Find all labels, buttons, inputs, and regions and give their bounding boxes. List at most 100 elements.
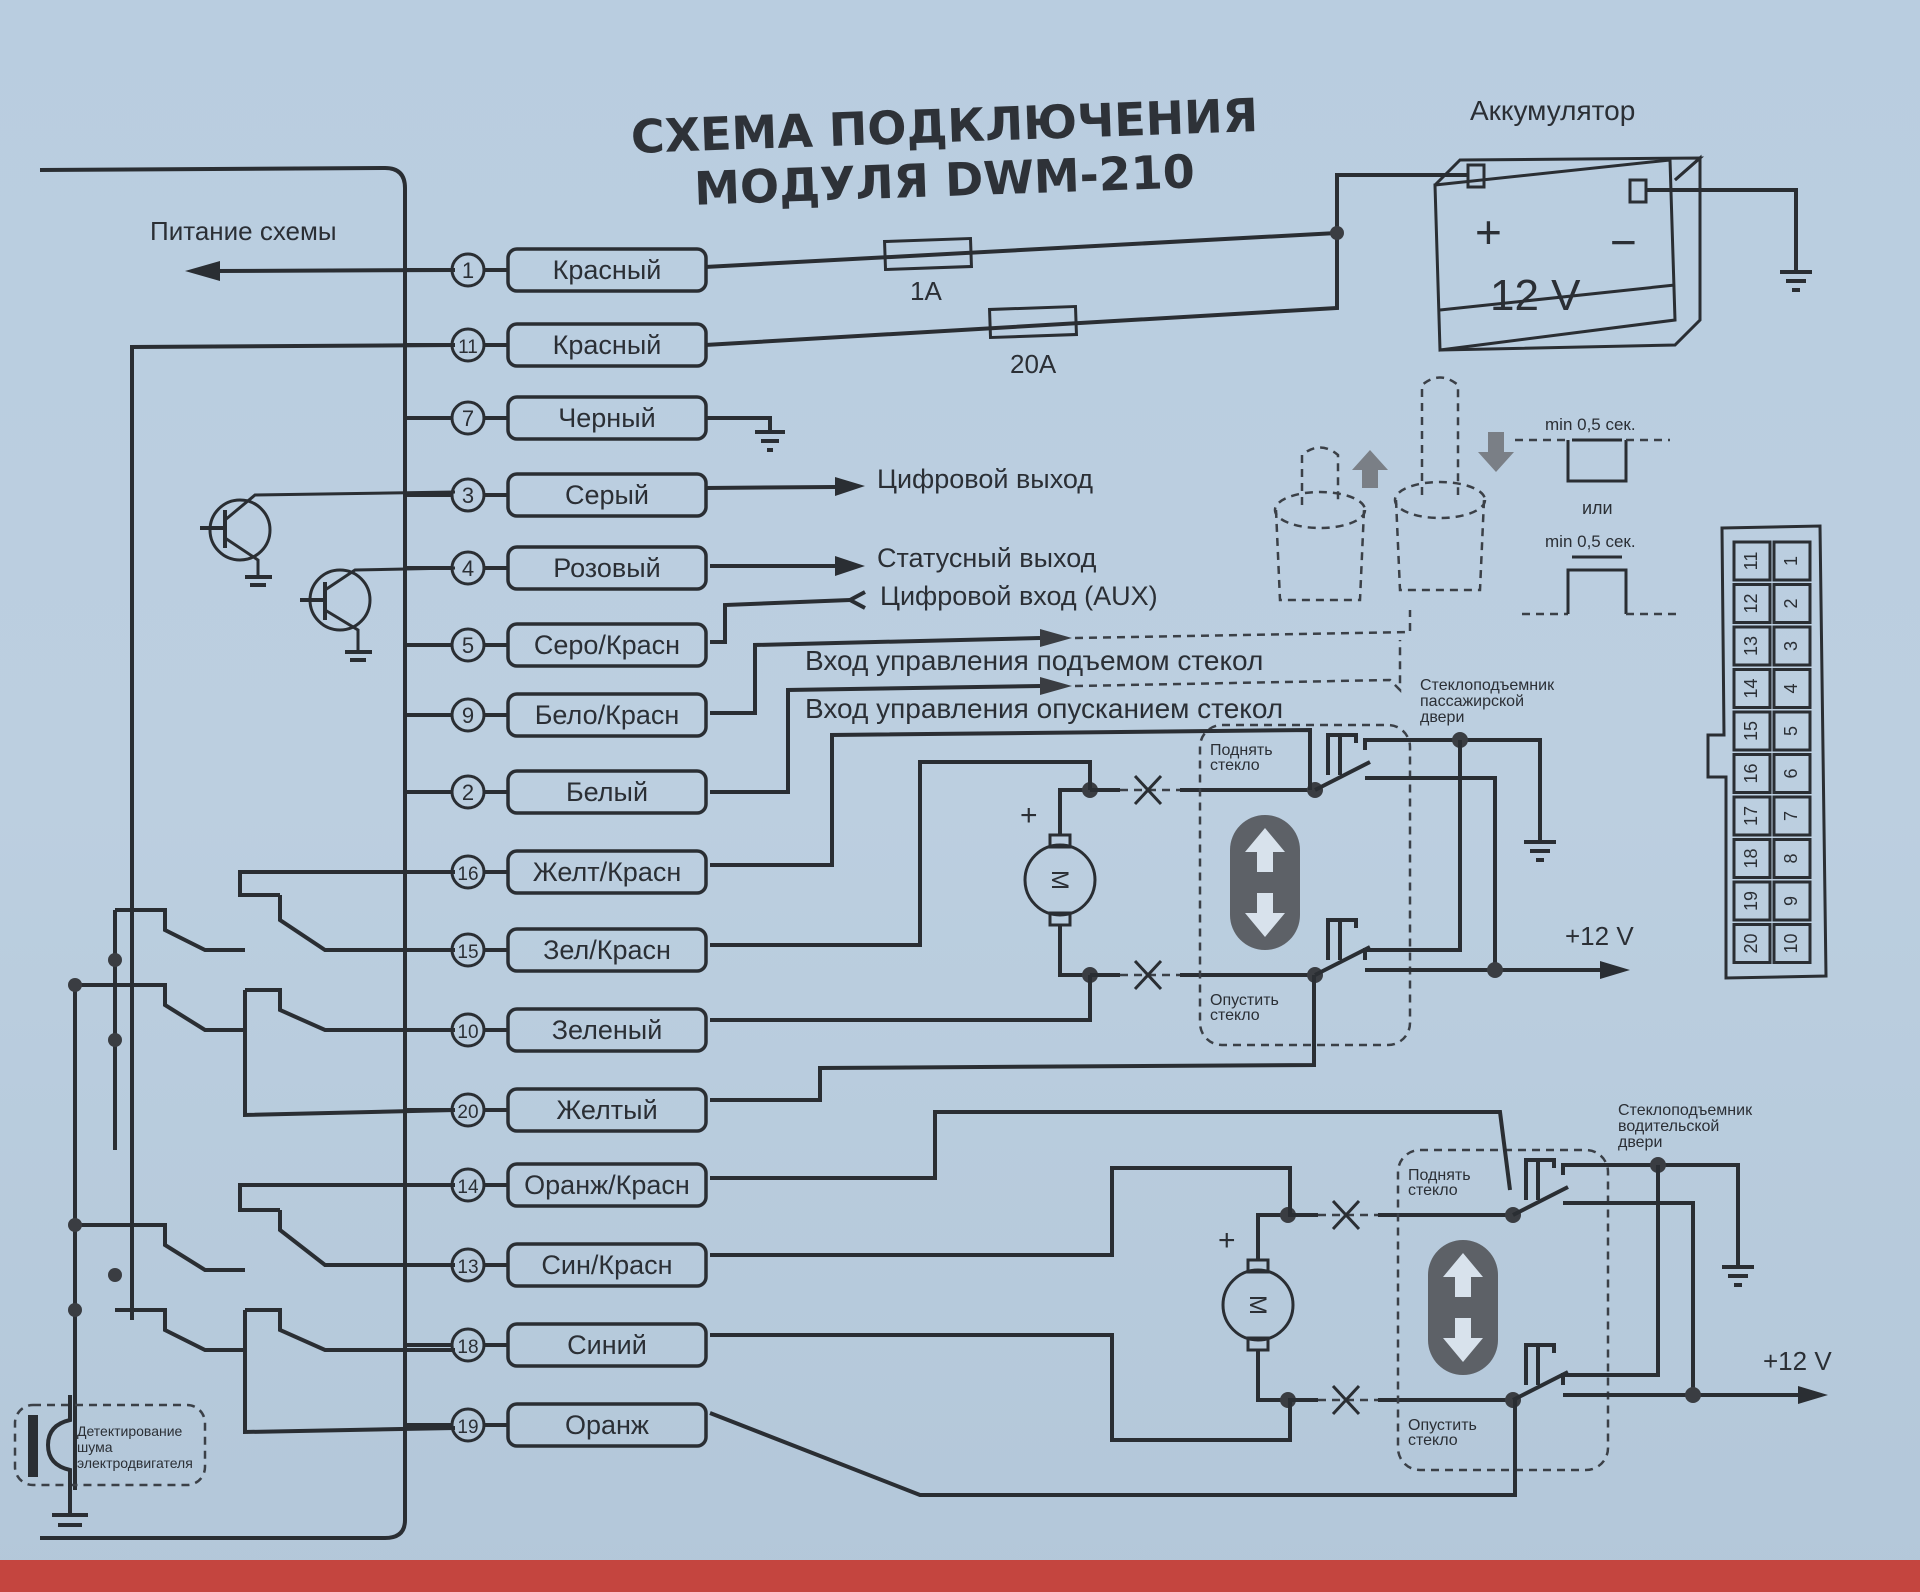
raise-label-1: Поднять [1210, 742, 1273, 759]
pin-number: 1 [462, 258, 474, 283]
door-label-line: Стеклоподъемник [1420, 677, 1555, 694]
battery-icon: + − 12 V [1433, 154, 1705, 352]
battery-label: Аккумулятор [1470, 95, 1635, 126]
arrow-up-icon [1352, 450, 1388, 488]
arrow-right-icon [1600, 961, 1630, 979]
arrow-right-icon [1798, 1386, 1828, 1404]
wire-color-box [506, 1322, 708, 1368]
wire-color-label: Желт/Красн [533, 857, 682, 887]
connector-pin-number: 5 [1781, 726, 1801, 736]
connector-pin-number: 2 [1781, 598, 1801, 608]
pin-number: 9 [462, 703, 474, 728]
wire-color-label: Син/Красн [541, 1250, 672, 1280]
raise-label-2: стекло [1210, 757, 1260, 774]
pin-number: 7 [462, 406, 474, 431]
connector-pin [1772, 710, 1812, 752]
pin-number: 15 [457, 942, 478, 963]
digital-in-label: Цифровой вход (AUX) [880, 581, 1158, 611]
lower-label-1: Опустить [1210, 992, 1279, 1009]
transistor-icon [300, 566, 456, 662]
timing-diagram: min 0,5 сек. или min 0,5 сек. [1515, 415, 1676, 616]
fuse-1a-label: 1A [910, 276, 942, 306]
connector-pin [1772, 923, 1812, 964]
wire-row: 9 Бело/Красн [405, 692, 708, 738]
connector-pin [1732, 540, 1772, 582]
arrow-left-icon [185, 261, 220, 281]
arrow-right-icon [835, 477, 865, 496]
switch-boundary [1396, 1148, 1610, 1472]
wire-11-to-battery [704, 173, 1468, 347]
connector-pin [1772, 753, 1812, 794]
wire-color-box [506, 1402, 708, 1448]
wire-color-label: Бело/Красн [535, 700, 680, 730]
connector-pin-number: 1 [1781, 556, 1801, 566]
motor-icon [1221, 1268, 1295, 1342]
wire-2-down [710, 684, 1041, 794]
wire-5-in [710, 598, 851, 644]
connector-pin [1732, 880, 1772, 922]
connector-pin [1772, 668, 1812, 709]
lower-label-2: стекло [1210, 1007, 1260, 1024]
noise-detect-block: Детектирование шума электродвигателя [13, 1395, 207, 1527]
module-housing [39, 165, 407, 1540]
connector-pin-number: 13 [1741, 636, 1761, 656]
connector-pin-number: 18 [1741, 848, 1761, 868]
fuse-20a-label: 20A [1010, 349, 1057, 379]
wire-3-out [704, 485, 836, 490]
pin-number: 11 [458, 337, 478, 358]
wire-9-up [710, 636, 1041, 715]
raise-label-1: Поднять [1408, 1167, 1471, 1184]
lower-label-2: стекло [1408, 1432, 1458, 1449]
wire-color-box [506, 1242, 708, 1288]
wire-color-box [506, 1162, 708, 1208]
pin-number: 13 [457, 1257, 478, 1278]
arrow-up-icon [1245, 828, 1285, 872]
wire-color-label: Красный [553, 330, 662, 360]
arrow-right-icon [835, 556, 865, 576]
lower-label-1: Опустить [1408, 1417, 1477, 1434]
wire-color-box [506, 622, 708, 668]
noise-label-1: Детектирование [77, 1423, 183, 1439]
connector-pin-number: 4 [1781, 683, 1801, 693]
connector-pin [1772, 838, 1812, 879]
wire-color-box [506, 769, 708, 815]
connector-pin-number: 11 [1741, 552, 1761, 571]
relay-contacts [68, 343, 456, 1490]
arrow-down-icon [1478, 432, 1514, 472]
connector-pin [1772, 880, 1812, 922]
connector-pin-number: 7 [1781, 811, 1801, 821]
connector-pin [1732, 753, 1772, 794]
connector-pin [1732, 923, 1772, 964]
up-input-label: Вход управления подъемом стекол [805, 645, 1263, 676]
wire-color-box [506, 247, 708, 293]
wire-color-label: Серый [565, 480, 649, 510]
connector-pin-number: 19 [1741, 891, 1761, 911]
connector-pin [1772, 625, 1812, 667]
wire-color-box [506, 692, 708, 738]
door-wires [709, 727, 1517, 1497]
wire-color-label: Красный [553, 255, 662, 285]
connector-pin [1772, 540, 1812, 582]
wire-color-label: Оранж/Красн [524, 1170, 690, 1200]
pin-number: 4 [462, 556, 474, 581]
wire-1-to-battery [704, 231, 1338, 269]
sensor-plate-icon [28, 1415, 38, 1477]
fuse-20a-icon [987, 304, 1079, 340]
supply-label: +12 V [1565, 921, 1634, 951]
connector-pin-number: 20 [1741, 933, 1761, 953]
door-label-line: пассажирской [1420, 693, 1524, 710]
pin-number: 14 [457, 1177, 479, 1198]
wire-7-ground [705, 416, 772, 430]
motor-plus-icon: + [1020, 799, 1038, 832]
